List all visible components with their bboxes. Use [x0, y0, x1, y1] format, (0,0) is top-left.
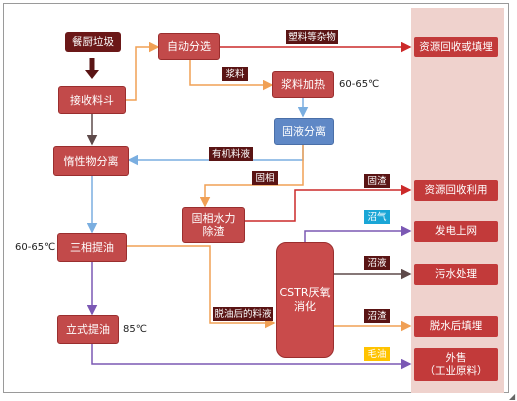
biogas-label: 沼气	[364, 210, 390, 224]
receiving-hopper-node: 接收料斗	[58, 86, 126, 114]
organic-liquid-label: 有机料液	[209, 147, 253, 161]
vertical-oil-temp: 85℃	[123, 324, 147, 335]
solid-liquid-separation-node: 固液分离	[274, 118, 334, 145]
three-phase-oil-node: 三相提油	[57, 233, 127, 262]
crude-oil-label: 毛油	[364, 347, 390, 361]
deoiled-liquid-label: 脱油后的料液	[213, 307, 273, 321]
biogas-residue-label: 沼渣	[364, 309, 390, 323]
three-phase-temp: 60-65℃	[15, 242, 56, 253]
output-dewatered-landfill: 脱水后填埋	[414, 316, 498, 337]
corner-mark-icon: ◢	[509, 392, 516, 401]
output-sale: 外售 （工业原料）	[414, 348, 498, 381]
solid-residue-label: 固渣	[364, 174, 390, 188]
vertical-oil-node: 立式提油	[57, 315, 119, 344]
deslag-to-recycle-line	[245, 184, 412, 222]
hopper-to-sorting-line	[126, 41, 160, 101]
cstr-digestion-node: CSTR厌氧 消化	[276, 242, 334, 358]
auto-sorting-node: 自动分选	[158, 33, 220, 60]
output-power-grid: 发电上网	[414, 221, 498, 242]
figure-frame	[3, 3, 509, 393]
solid-deslagging-node: 固相水力 除渣	[182, 207, 245, 243]
inert-separation-node: 惰性物分离	[53, 146, 129, 176]
sorting-to-heating-line	[189, 60, 274, 91]
solid-phase-label: 固相	[252, 171, 278, 185]
three-phase-to-cstr-line	[127, 245, 276, 329]
plastics-label: 塑料等杂物	[286, 30, 338, 44]
slurry-label: 浆料	[222, 67, 248, 81]
kitchen-waste-node: 餐厨垃圾	[65, 32, 121, 52]
heating-temp: 60-65℃	[339, 79, 380, 90]
separation-to-deslag-line	[199, 145, 304, 208]
output-recycle-use: 资源回收利用	[414, 180, 498, 201]
vertical-to-sale-line	[91, 344, 412, 370]
output-sewage-treatment: 污水处理	[414, 264, 498, 285]
biogas-slurry-label: 沼液	[364, 256, 390, 270]
output-recycle-or-landfill: 资源回收或填埋	[414, 37, 498, 57]
slurry-heating-node: 浆料加热	[272, 71, 334, 98]
